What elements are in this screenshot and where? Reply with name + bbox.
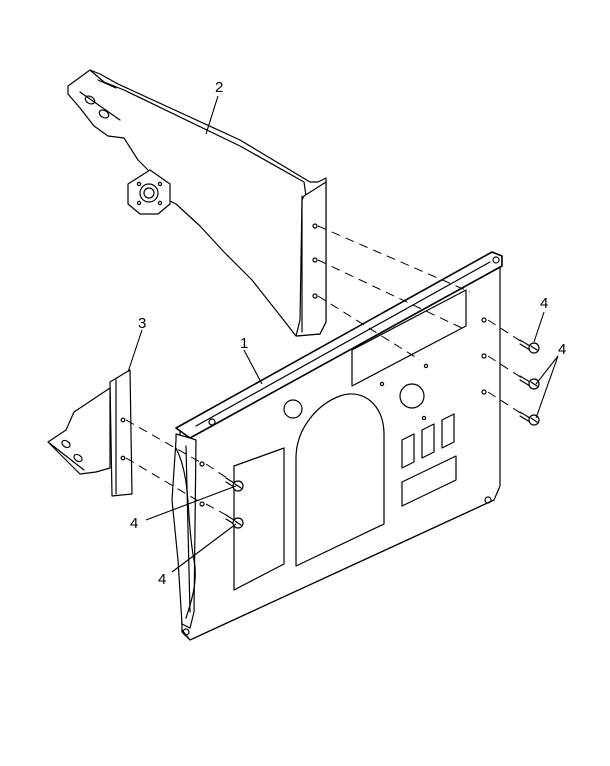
bracket-part-3: [47, 369, 133, 497]
screw-left-1: [225, 477, 244, 492]
callout-part-2: 2: [215, 79, 223, 96]
screw-left-2: [225, 514, 244, 529]
bracket-part-2: [67, 69, 327, 337]
callout-part-4-top-right: 4: [540, 295, 548, 312]
screw-right-1: [519, 339, 540, 354]
screw-right-3: [519, 411, 540, 426]
screws-part-4: [225, 339, 540, 529]
callout-part-3: 3: [138, 315, 146, 332]
callout-part-4-right: 4: [558, 341, 566, 358]
leader-lines: [127, 95, 559, 573]
alignment-lines: [125, 225, 523, 517]
callout-part-4-left-upper: 4: [130, 515, 138, 532]
callout-part-1: 1: [240, 335, 248, 352]
callout-part-4-left-lower: 4: [158, 571, 166, 588]
callouts: 1 2 3 4 4 4 4: [130, 79, 566, 588]
screw-right-2: [519, 375, 540, 390]
instrument-panel-part-1: [171, 251, 503, 641]
